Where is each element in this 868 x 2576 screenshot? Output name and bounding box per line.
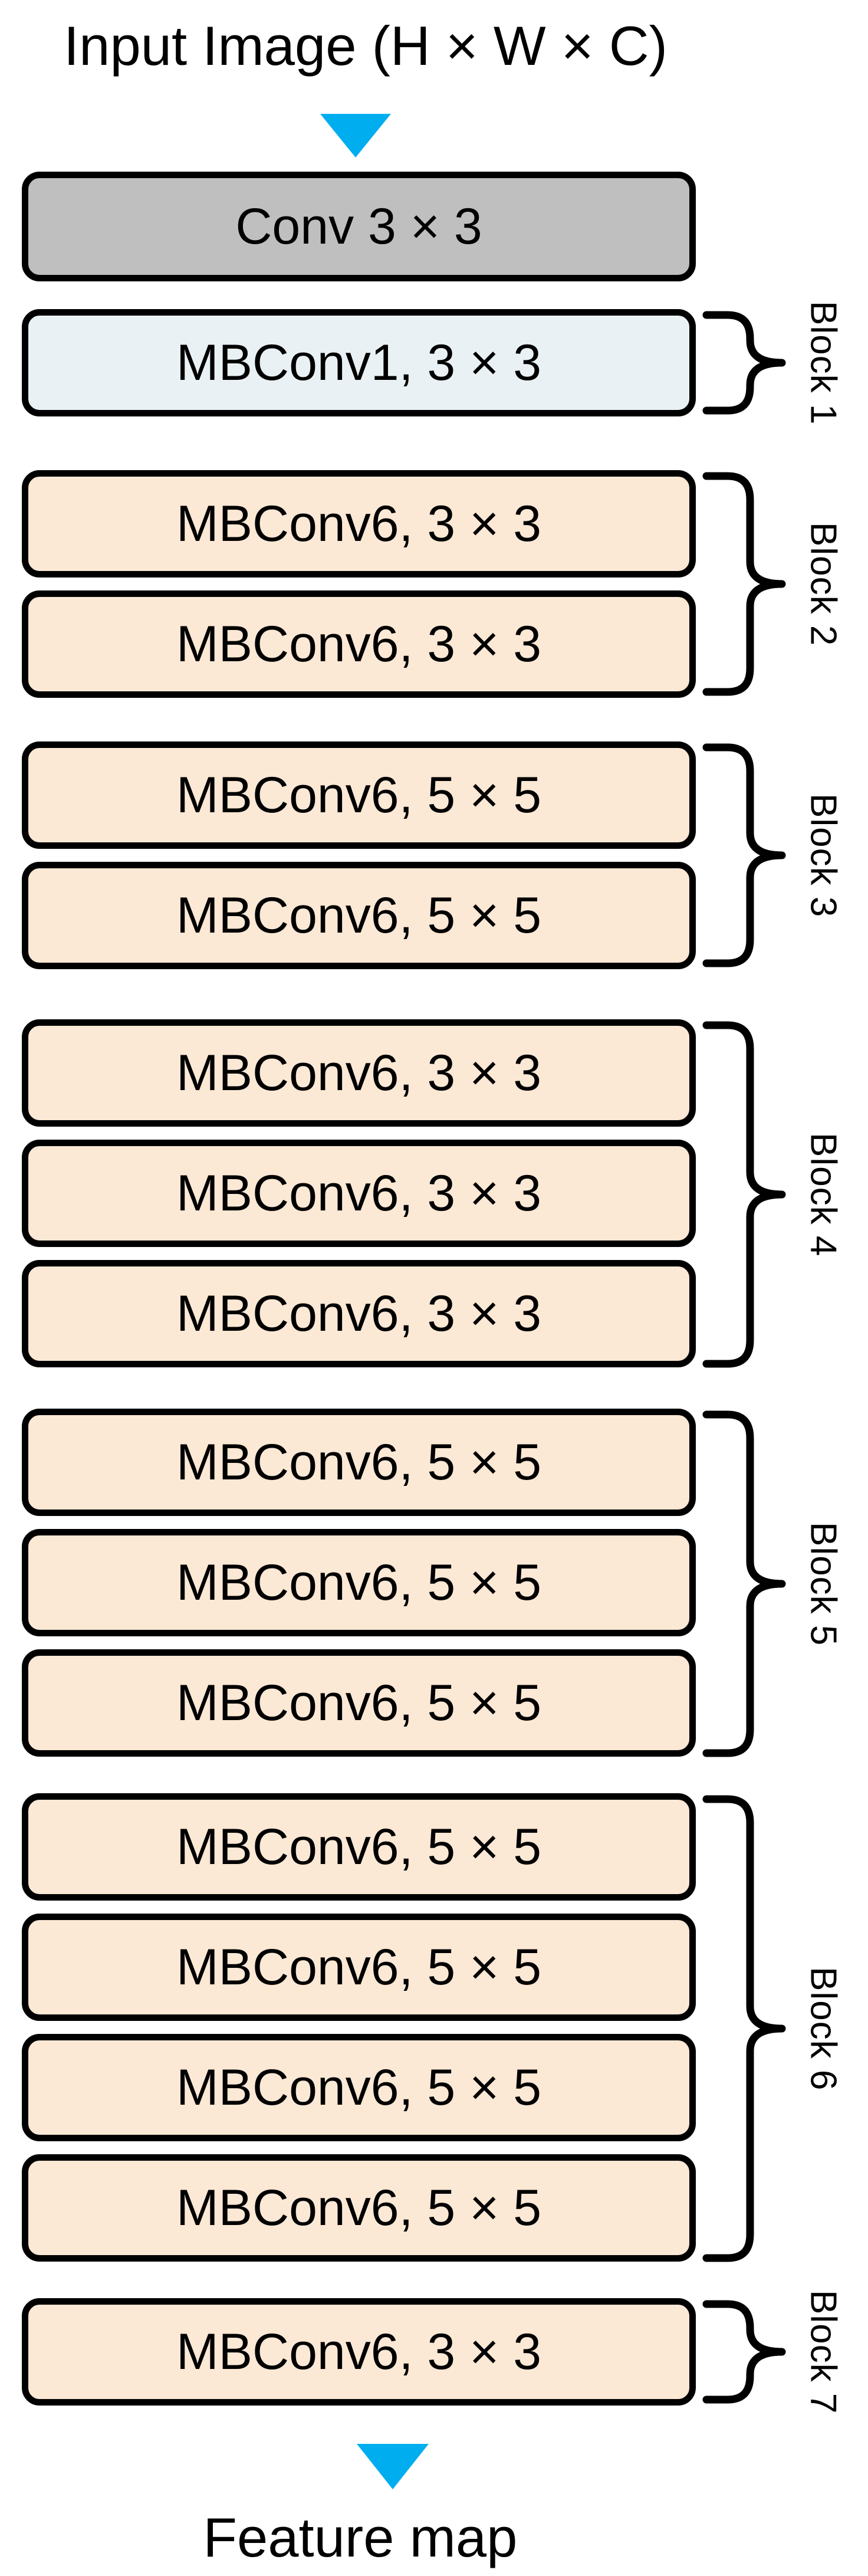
- input-image-title: Input Image (H × W × C): [64, 15, 668, 77]
- mbconv-box-label: MBConv6, 3 × 3: [176, 1044, 542, 1101]
- mbconv-box-label: MBConv6, 3 × 3: [176, 615, 542, 672]
- brace-icon: [702, 743, 786, 967]
- block-label: Block 3: [803, 793, 844, 918]
- mbconv-box: MBConv6, 5 × 5: [22, 2154, 696, 2262]
- down-arrow-icon: [320, 114, 391, 157]
- block-label: Block 7: [803, 2289, 844, 2414]
- brace-icon: [702, 1021, 786, 1368]
- mbconv-box: MBConv6, 5 × 5: [22, 1649, 696, 1757]
- mbconv-box: MBConv6, 3 × 3: [22, 1140, 696, 1247]
- down-arrow-icon: [357, 2444, 429, 2489]
- mbconv-box: MBConv6, 5 × 5: [22, 862, 696, 969]
- mbconv-box: MBConv6, 3 × 3: [22, 590, 696, 698]
- mbconv-box: MBConv6, 5 × 5: [22, 741, 696, 849]
- mbconv-box-label: MBConv1, 3 × 3: [176, 334, 542, 391]
- mbconv-box: MBConv6, 5 × 5: [22, 1529, 696, 1636]
- brace-icon: [702, 311, 786, 415]
- block-label: Block 5: [803, 1521, 844, 1646]
- feature-map-label: Feature map: [203, 2506, 518, 2568]
- mbconv-box-label: MBConv6, 5 × 5: [176, 2059, 542, 2116]
- mbconv-box-label: MBConv6, 5 × 5: [176, 887, 542, 944]
- mbconv-box-label: MBConv6, 5 × 5: [176, 1433, 542, 1491]
- brace-icon: [702, 2300, 786, 2404]
- mbconv-box: MBConv6, 3 × 3: [22, 470, 696, 577]
- brace-icon: [702, 472, 786, 696]
- block-label: Block 6: [803, 1966, 844, 2091]
- mbconv-box-label: MBConv6, 5 × 5: [176, 2179, 542, 2236]
- brace-icon: [702, 1795, 786, 2262]
- mbconv-box-label: MBConv6, 5 × 5: [176, 1818, 542, 1875]
- mbconv-box: MBConv6, 5 × 5: [22, 2034, 696, 2141]
- mbconv-box: MBConv6, 3 × 3: [22, 1019, 696, 1127]
- mbconv-box: MBConv6, 5 × 5: [22, 1914, 696, 2021]
- mbconv-box: MBConv6, 3 × 3: [22, 2298, 696, 2406]
- conv-stem-box: Conv 3 × 3: [22, 172, 696, 281]
- brace-icon: [702, 1410, 786, 1757]
- mbconv-box-label: MBConv6, 3 × 3: [176, 495, 542, 552]
- mbconv-box-label: MBConv6, 5 × 5: [176, 1554, 542, 1611]
- mbconv-box-label: MBConv6, 5 × 5: [176, 1938, 542, 1996]
- mbconv-box: MBConv6, 3 × 3: [22, 1260, 696, 1367]
- mbconv-box: MBConv1, 3 × 3: [22, 309, 696, 416]
- mbconv-box-label: MBConv6, 3 × 3: [176, 1164, 542, 1222]
- mbconv-box: MBConv6, 5 × 5: [22, 1793, 696, 1901]
- mbconv-box-label: MBConv6, 5 × 5: [176, 766, 542, 823]
- block-label: Block 2: [803, 521, 844, 647]
- block-label: Block 1: [803, 300, 844, 425]
- mbconv-box-label: MBConv6, 3 × 3: [176, 2323, 542, 2380]
- block-label: Block 4: [803, 1132, 844, 1257]
- conv-stem-label: Conv 3 × 3: [235, 198, 482, 255]
- mbconv-box-label: MBConv6, 3 × 3: [176, 1285, 542, 1342]
- mbconv-box-label: MBConv6, 5 × 5: [176, 1674, 542, 1731]
- mbconv-box: MBConv6, 5 × 5: [22, 1409, 696, 1516]
